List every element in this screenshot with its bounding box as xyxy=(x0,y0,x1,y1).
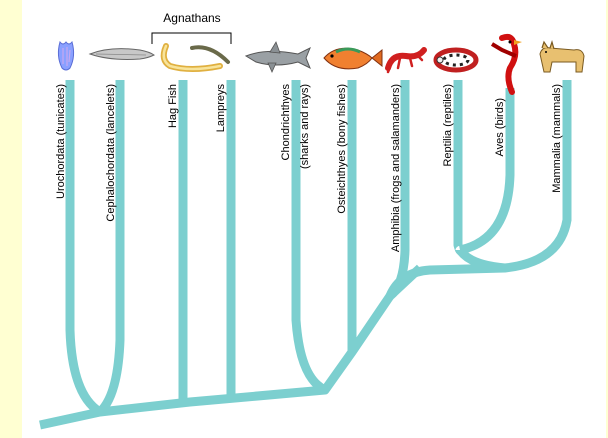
shark-icon xyxy=(246,42,310,72)
taxon-label-secondary: (sharks and rays) xyxy=(299,84,311,169)
salamander-icon xyxy=(388,50,424,72)
taxon-label: Cephalochordata (lancelets) xyxy=(105,84,117,222)
branch-reptilia xyxy=(458,80,460,250)
branch-urochordata xyxy=(70,80,100,412)
lamprey-icon xyxy=(192,47,228,62)
snake-icon xyxy=(436,50,476,70)
taxon-label: Hag Fish xyxy=(167,84,179,128)
agnathans-label: Agnathans xyxy=(163,11,220,25)
taxon-labels: Urochordata (tunicates) Cephalochordata (… xyxy=(55,84,563,253)
taxon-label: Chondrichthyes xyxy=(280,84,292,161)
tunicate-icon xyxy=(58,42,73,70)
taxon-label: Amphibia (frogs and salamanders) xyxy=(390,84,402,252)
lancelet-icon xyxy=(90,49,154,60)
agnathans-bracket xyxy=(152,33,231,44)
bird-icon xyxy=(492,37,522,92)
bony-fish-icon xyxy=(324,48,382,69)
taxon-label: Mammalia (mammals) xyxy=(551,84,563,193)
taxon-label: Osteichthyes (bony fishes) xyxy=(336,84,348,214)
taxon-label: Urochordata (tunicates) xyxy=(55,84,67,199)
lynx-icon xyxy=(540,42,584,72)
taxon-label: Aves (birds) xyxy=(494,98,506,156)
taxon-label: Reptilia (reptiles) xyxy=(442,84,454,167)
taxon-label: Lampreys xyxy=(215,84,227,133)
